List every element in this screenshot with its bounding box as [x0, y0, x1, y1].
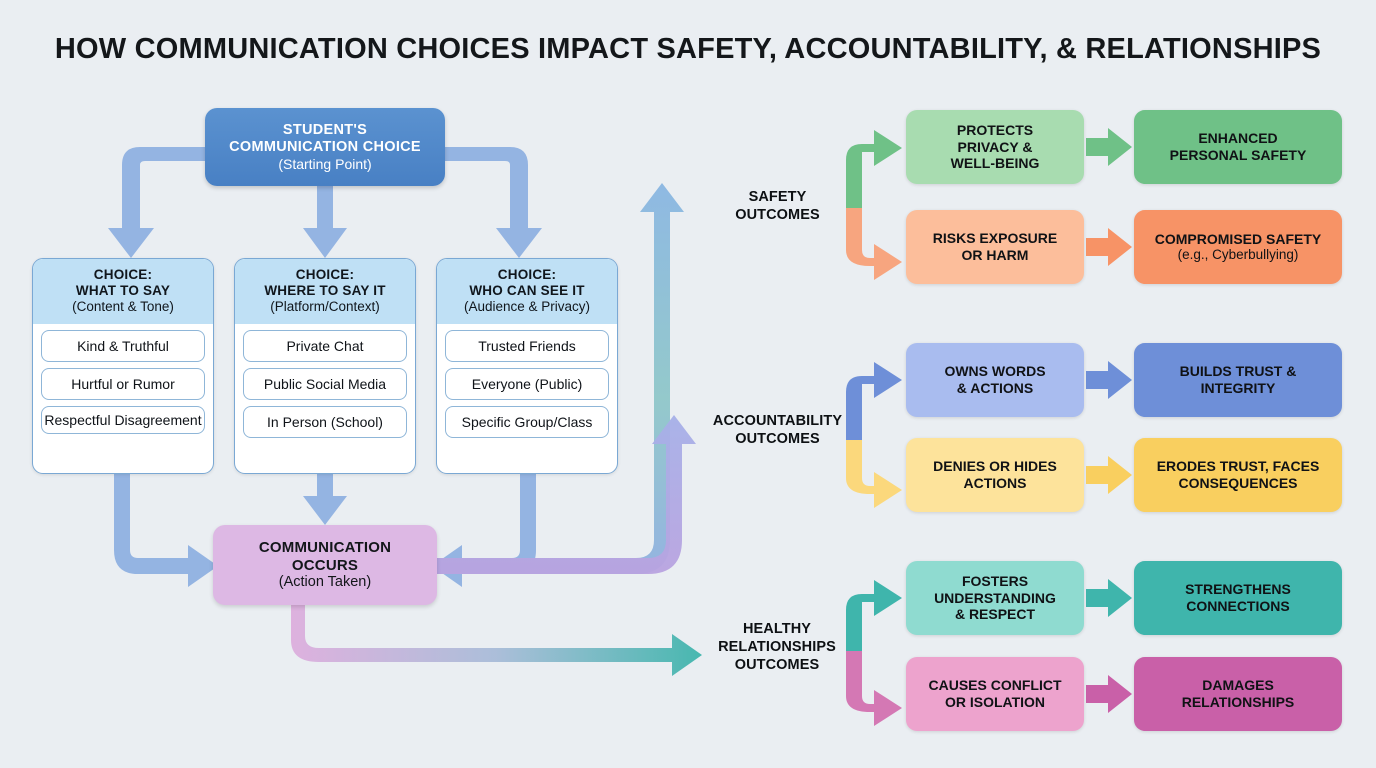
- outcome-box-line1: BUILDS TRUST &: [1179, 363, 1297, 380]
- choice-column-where-to-say-it[interactable]: CHOICE: WHERE TO SAY IT (Platform/Contex…: [234, 258, 416, 474]
- arrow-safety-negative-to-end: [1086, 228, 1132, 266]
- outcome-box-line3: & RESPECT: [954, 606, 1036, 623]
- outcome-box-line2: INTEGRITY: [1200, 380, 1276, 396]
- outcome-box-line2: OR HARM: [961, 247, 1029, 263]
- choice-header-line1: CHOICE:: [497, 267, 557, 282]
- outcome-box-builds-trust-integrity[interactable]: BUILDS TRUST & INTEGRITY: [1134, 343, 1342, 417]
- choice-column-what-to-say[interactable]: CHOICE: WHAT TO SAY (Content & Tone) Kin…: [32, 258, 214, 474]
- choice-item[interactable]: Respectful Disagreement: [41, 406, 205, 435]
- choice-header-sub: (Content & Tone): [72, 299, 174, 315]
- start-box-line1: STUDENT'S: [282, 122, 368, 139]
- communication-subtitle: (Action Taken): [278, 573, 372, 590]
- choice-item[interactable]: Trusted Friends: [445, 330, 609, 363]
- page-title: HOW COMMUNICATION CHOICES IMPACT SAFETY,…: [54, 33, 1322, 65]
- choice-item[interactable]: Kind & Truthful: [41, 330, 205, 363]
- outcome-box-risks-exposure[interactable]: RISKS EXPOSURE OR HARM: [906, 210, 1084, 284]
- outcome-box-line2: CONSEQUENCES: [1178, 475, 1298, 491]
- outcome-box-causes-conflict-isolation[interactable]: CAUSES CONFLICT OR ISOLATION: [906, 657, 1084, 731]
- choice-header: CHOICE: WHERE TO SAY IT (Platform/Contex…: [235, 259, 415, 325]
- outcome-box-owns-words-actions[interactable]: OWNS WORDS & ACTIONS: [906, 343, 1084, 417]
- choice-header-line2: WHO CAN SEE IT: [469, 283, 585, 299]
- outcome-box-line1: DENIES OR HIDES: [933, 458, 1057, 475]
- arrow-accountability-positive-to-end: [1086, 361, 1132, 399]
- arrow-choice2-to-communication: [303, 474, 347, 525]
- outcome-box-line3: WELL-BEING: [950, 155, 1040, 172]
- outcome-box-denies-or-hides-actions[interactable]: DENIES OR HIDES ACTIONS: [906, 438, 1084, 512]
- outcome-box-fosters-understanding[interactable]: FOSTERS UNDERSTANDING & RESPECT: [906, 561, 1084, 635]
- outcome-label-line2: OUTCOMES: [735, 431, 820, 448]
- outcome-box-line1: PROTECTS: [956, 121, 1034, 138]
- outcome-box-line1: RISKS EXPOSURE: [932, 230, 1058, 247]
- communication-occurs-box[interactable]: COMMUNICATION OCCURS (Action Taken): [213, 525, 437, 605]
- start-box-line2: COMMUNICATION CHOICE: [229, 138, 421, 155]
- outcome-label-line1: HEALTHY: [742, 621, 812, 637]
- choice-header-sub: (Platform/Context): [270, 299, 380, 315]
- outcome-box-line2: OR ISOLATION: [944, 694, 1046, 710]
- outcome-box-line2: RELATIONSHIPS: [1181, 694, 1295, 710]
- outcome-box-sub: (e.g., Cyberbullying): [1177, 247, 1299, 263]
- choice-header-sub: (Audience & Privacy): [463, 299, 591, 315]
- outcome-box-line1: ERODES TRUST, FACES: [1156, 458, 1320, 475]
- outcome-label-line2: RELATIONSHIPS: [718, 639, 836, 656]
- outcome-label-line1: SAFETY: [748, 189, 807, 205]
- communication-line2: OCCURS: [291, 556, 359, 574]
- choice-item[interactable]: Everyone (Public): [445, 368, 609, 401]
- outcome-box-line1: FOSTERS: [961, 572, 1029, 589]
- arrow-relationships-negative-to-end: [1086, 675, 1132, 713]
- choice-column-who-can-see-it[interactable]: CHOICE: WHO CAN SEE IT (Audience & Priva…: [436, 258, 618, 474]
- choice-item[interactable]: Specific Group/Class: [445, 406, 609, 439]
- outcome-box-protects-privacy[interactable]: PROTECTS PRIVACY & WELL-BEING: [906, 110, 1084, 184]
- outcome-box-line1: ENHANCED: [1198, 130, 1278, 147]
- arrow-start-to-choice3: [445, 147, 542, 258]
- outcome-box-line1: DAMAGES: [1202, 677, 1274, 694]
- outcome-label-line2: OUTCOMES: [735, 207, 820, 224]
- outcome-box-line2: CONNECTIONS: [1186, 598, 1290, 614]
- choice-header: CHOICE: WHO CAN SEE IT (Audience & Priva…: [437, 259, 617, 325]
- choice-header-line2: WHERE TO SAY IT: [264, 283, 386, 299]
- outcome-box-line1: COMPROMISED SAFETY: [1154, 230, 1322, 247]
- choice-header: CHOICE: WHAT TO SAY (Content & Tone): [33, 259, 213, 325]
- choice-item[interactable]: Public Social Media: [243, 368, 407, 401]
- arrow-accountability-negative-branch: [846, 440, 902, 508]
- choice-item-list: Private Chat Public Social Media In Pers…: [235, 324, 415, 446]
- choice-item[interactable]: Hurtful or Rumor: [41, 368, 205, 401]
- arrow-safety-positive-to-end: [1086, 128, 1132, 166]
- arrow-communication-to-relationships: [291, 605, 702, 676]
- choice-item-list: Trusted Friends Everyone (Public) Specif…: [437, 324, 617, 446]
- choice-header-line1: CHOICE:: [93, 267, 153, 282]
- outcome-box-line1: CAUSES CONFLICT: [928, 677, 1062, 694]
- arrow-start-to-choice2: [303, 186, 347, 258]
- outcome-box-line2: & ACTIONS: [956, 380, 1034, 396]
- start-box-subtitle: (Starting Point): [278, 155, 372, 172]
- outcome-label-relationships: HEALTHY RELATIONSHIPS OUTCOMES: [692, 620, 862, 674]
- outcome-label-line1: ACCOUNTABILITY: [712, 413, 843, 429]
- outcome-box-damages-relationships[interactable]: DAMAGES RELATIONSHIPS: [1134, 657, 1342, 731]
- outcome-box-line1: STRENGTHENS: [1185, 581, 1291, 598]
- arrow-start-to-choice1: [108, 147, 205, 258]
- start-box[interactable]: STUDENT'S COMMUNICATION CHOICE (Starting…: [205, 108, 445, 186]
- outcome-box-enhanced-personal-safety[interactable]: ENHANCED PERSONAL SAFETY: [1134, 110, 1342, 184]
- outcome-box-line2: UNDERSTANDING: [934, 589, 1056, 606]
- arrow-relationships-positive-to-end: [1086, 579, 1132, 617]
- arrow-choice3-to-communication: [432, 474, 536, 587]
- choice-item[interactable]: In Person (School): [243, 406, 407, 439]
- choice-item[interactable]: Private Chat: [243, 330, 407, 363]
- choice-header-line2: WHAT TO SAY: [75, 283, 171, 299]
- outcome-label-line3: OUTCOMES: [734, 657, 820, 674]
- outcome-box-line2: ACTIONS: [963, 475, 1027, 491]
- outcome-label-accountability: ACCOUNTABILITY OUTCOMES: [690, 412, 865, 448]
- communication-line1: COMMUNICATION: [258, 539, 392, 557]
- choice-header-line1: CHOICE:: [295, 267, 355, 282]
- outcome-box-line2: PERSONAL SAFETY: [1169, 147, 1307, 163]
- outcome-label-safety: SAFETY OUTCOMES: [695, 188, 860, 224]
- outcome-box-line1: OWNS WORDS: [944, 363, 1046, 380]
- choice-item-list: Kind & Truthful Hurtful or Rumor Respect…: [33, 324, 213, 442]
- arrow-accountability-negative-to-end: [1086, 456, 1132, 494]
- outcome-box-compromised-safety[interactable]: COMPROMISED SAFETY (e.g., Cyberbullying): [1134, 210, 1342, 284]
- outcome-box-strengthens-connections[interactable]: STRENGTHENS CONNECTIONS: [1134, 561, 1342, 635]
- outcome-box-line2: PRIVACY &: [957, 138, 1033, 155]
- arrow-choice1-to-communication: [114, 474, 218, 587]
- outcome-box-erodes-trust-consequences[interactable]: ERODES TRUST, FACES CONSEQUENCES: [1134, 438, 1342, 512]
